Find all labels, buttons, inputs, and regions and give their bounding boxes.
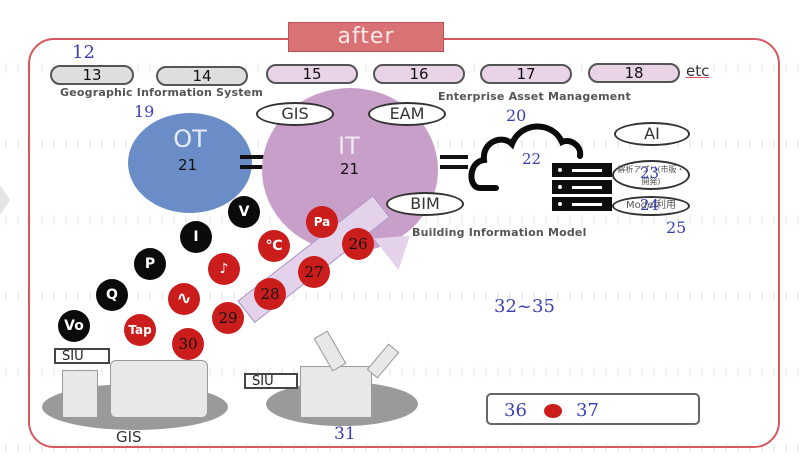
legend-right-label: 37 xyxy=(576,400,599,421)
transformer-body xyxy=(300,366,372,418)
after-title-tab: after xyxy=(288,22,444,52)
frame-number: 12 xyxy=(72,42,95,63)
numbered-dot-26: 26 xyxy=(342,228,374,260)
it-number: 21 xyxy=(340,160,360,178)
sensor-dot-p: P xyxy=(134,248,166,280)
pill-18: 18 xyxy=(588,63,680,83)
server-icon-1 xyxy=(552,163,612,177)
legend-left-label: 36 xyxy=(504,400,527,421)
numbered-dot-28: 28 xyxy=(254,278,286,310)
siu-label-left: SIU xyxy=(54,348,110,364)
pill-15: 15 xyxy=(266,64,358,84)
analysis-app-tag: 解析アプリ(市販・開発) xyxy=(612,160,690,190)
ot-section-number: 19 xyxy=(134,102,155,121)
sensor-dot-pressure: Pa xyxy=(306,206,338,238)
equals-sign-ot-it xyxy=(240,154,268,170)
model-use-tag: Model利用 xyxy=(612,196,690,216)
ot-number: 21 xyxy=(178,156,198,174)
equals-sign-it-cloud xyxy=(440,154,468,170)
gis-tag: GIS xyxy=(256,102,334,126)
sensor-dot-wave: ∿ xyxy=(168,283,200,315)
ai-tag: AI xyxy=(614,122,690,146)
legend-box xyxy=(486,393,700,425)
sensor-dot-temperature: ℃ xyxy=(258,230,290,262)
server-icon-2 xyxy=(552,180,612,194)
pill-13: 13 xyxy=(50,65,134,85)
siu-label-right: SIU xyxy=(244,373,298,389)
gis-caption: Geographic Information System xyxy=(60,86,264,99)
range-label: 32~35 xyxy=(494,296,555,317)
sensor-dot-tap: Tap xyxy=(124,314,156,346)
eam-tag: EAM xyxy=(368,102,446,126)
sensor-dot-q: Q xyxy=(96,279,128,311)
legend-red-dot-icon xyxy=(544,404,562,418)
eam-caption: Enterprise Asset Management xyxy=(438,90,631,103)
gis-equipment-label: GIS xyxy=(116,428,142,446)
control-panel xyxy=(62,370,98,418)
server-number-25: 25 xyxy=(666,218,687,237)
previous-chevron-shape xyxy=(0,140,10,260)
bim-tag: BIM xyxy=(386,192,464,216)
cloud-inner-number: 22 xyxy=(522,150,542,168)
it-title: IT xyxy=(338,132,360,160)
bim-caption: Building Information Model xyxy=(412,226,587,239)
pill-16: 16 xyxy=(373,64,465,84)
numbered-dot-27: 27 xyxy=(298,256,330,288)
server-icon-3 xyxy=(552,197,612,211)
gis-switchgear xyxy=(110,360,208,418)
sensor-dot-sound: ♪ xyxy=(208,253,240,285)
server-number-24: 24 xyxy=(640,196,660,214)
cloud-section-number: 20 xyxy=(506,106,527,125)
numbered-dot-30: 30 xyxy=(172,328,204,360)
pill-17: 17 xyxy=(480,64,572,84)
sensor-dot-i: I xyxy=(180,221,212,253)
server-number-23: 23 xyxy=(640,164,660,182)
sensor-dot-vo: Vo xyxy=(58,310,90,342)
numbered-dot-29: 29 xyxy=(212,302,244,334)
cloud-icon xyxy=(468,123,584,191)
ot-title: OT xyxy=(173,125,207,153)
etc-label: etc xyxy=(686,62,710,80)
pill-14: 14 xyxy=(156,66,248,86)
equipment-number-31: 31 xyxy=(334,424,356,444)
sensor-dot-v: V xyxy=(228,196,260,228)
ot-circle xyxy=(128,113,252,213)
